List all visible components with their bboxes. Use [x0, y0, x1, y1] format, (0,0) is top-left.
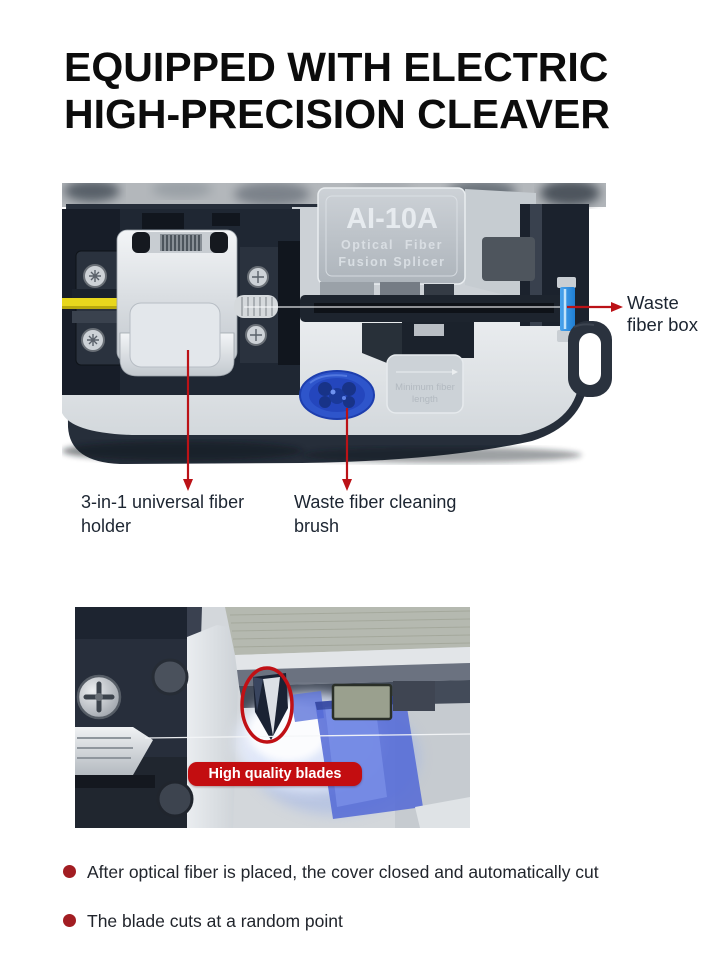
cleaver-blade [253, 673, 288, 740]
dark-bracket [393, 681, 435, 711]
quality-badge: High quality blades [188, 762, 362, 786]
screw-icon [76, 674, 122, 720]
screw-icon [151, 658, 189, 696]
label-cleaning-brush: Waste fiber cleaning brush [294, 492, 457, 536]
model-plate-line2: Optical Fiber [341, 238, 443, 252]
model-plate: AI-10A Optical Fiber Fusion Splicer [317, 187, 466, 285]
min-length-plate: Minimum fiber length [386, 354, 464, 414]
model-plate-line3: Fusion Splicer [338, 255, 445, 269]
vent-panel [482, 237, 535, 281]
optical-fiber-line [144, 733, 470, 739]
bullet-text: The blade cuts at a random point [87, 911, 343, 931]
label-waste-fiber-box: Waste fiber box [627, 292, 698, 335]
min-length-text2: length [412, 394, 438, 405]
anvil-block [331, 683, 393, 721]
screw-icon [156, 780, 194, 818]
figure-splicer-photo: AI-10A Optical Fiber Fusion Splicer [62, 183, 612, 464]
bullet-text: After optical fiber is placed, the cover… [87, 862, 599, 882]
handle-loop [568, 321, 612, 397]
page-title-line1: EQUIPPED WITH ELECTRIC [64, 44, 609, 90]
fiber-channel [244, 295, 568, 322]
yellow-fiber-cable [62, 298, 120, 309]
cleaning-brush [299, 370, 375, 420]
label-fiber-holder: 3-in-1 universal fiber holder [81, 492, 245, 536]
page-title-line2: HIGH-PRECISION CLEAVER [64, 91, 610, 137]
silver-band [187, 625, 240, 828]
figure-cleaver-photo [75, 607, 470, 828]
fiber-holder [116, 229, 238, 377]
bullet-icon [63, 914, 76, 927]
clamp-arm [75, 727, 155, 788]
bullet-item: The blade cuts at a random point [63, 911, 343, 931]
bullet-icon [63, 865, 76, 878]
page-title: EQUIPPED WITH ELECTRIC HIGH-PRECISION CL… [64, 44, 704, 138]
model-plate-name: AI-10A [346, 203, 438, 235]
silver-corner [415, 797, 470, 828]
bullet-item: After optical fiber is placed, the cover… [63, 862, 599, 882]
cleaver-clamps [320, 282, 454, 297]
blade-highlight-circle [240, 666, 294, 744]
min-length-text1: Minimum fiber [395, 382, 455, 393]
